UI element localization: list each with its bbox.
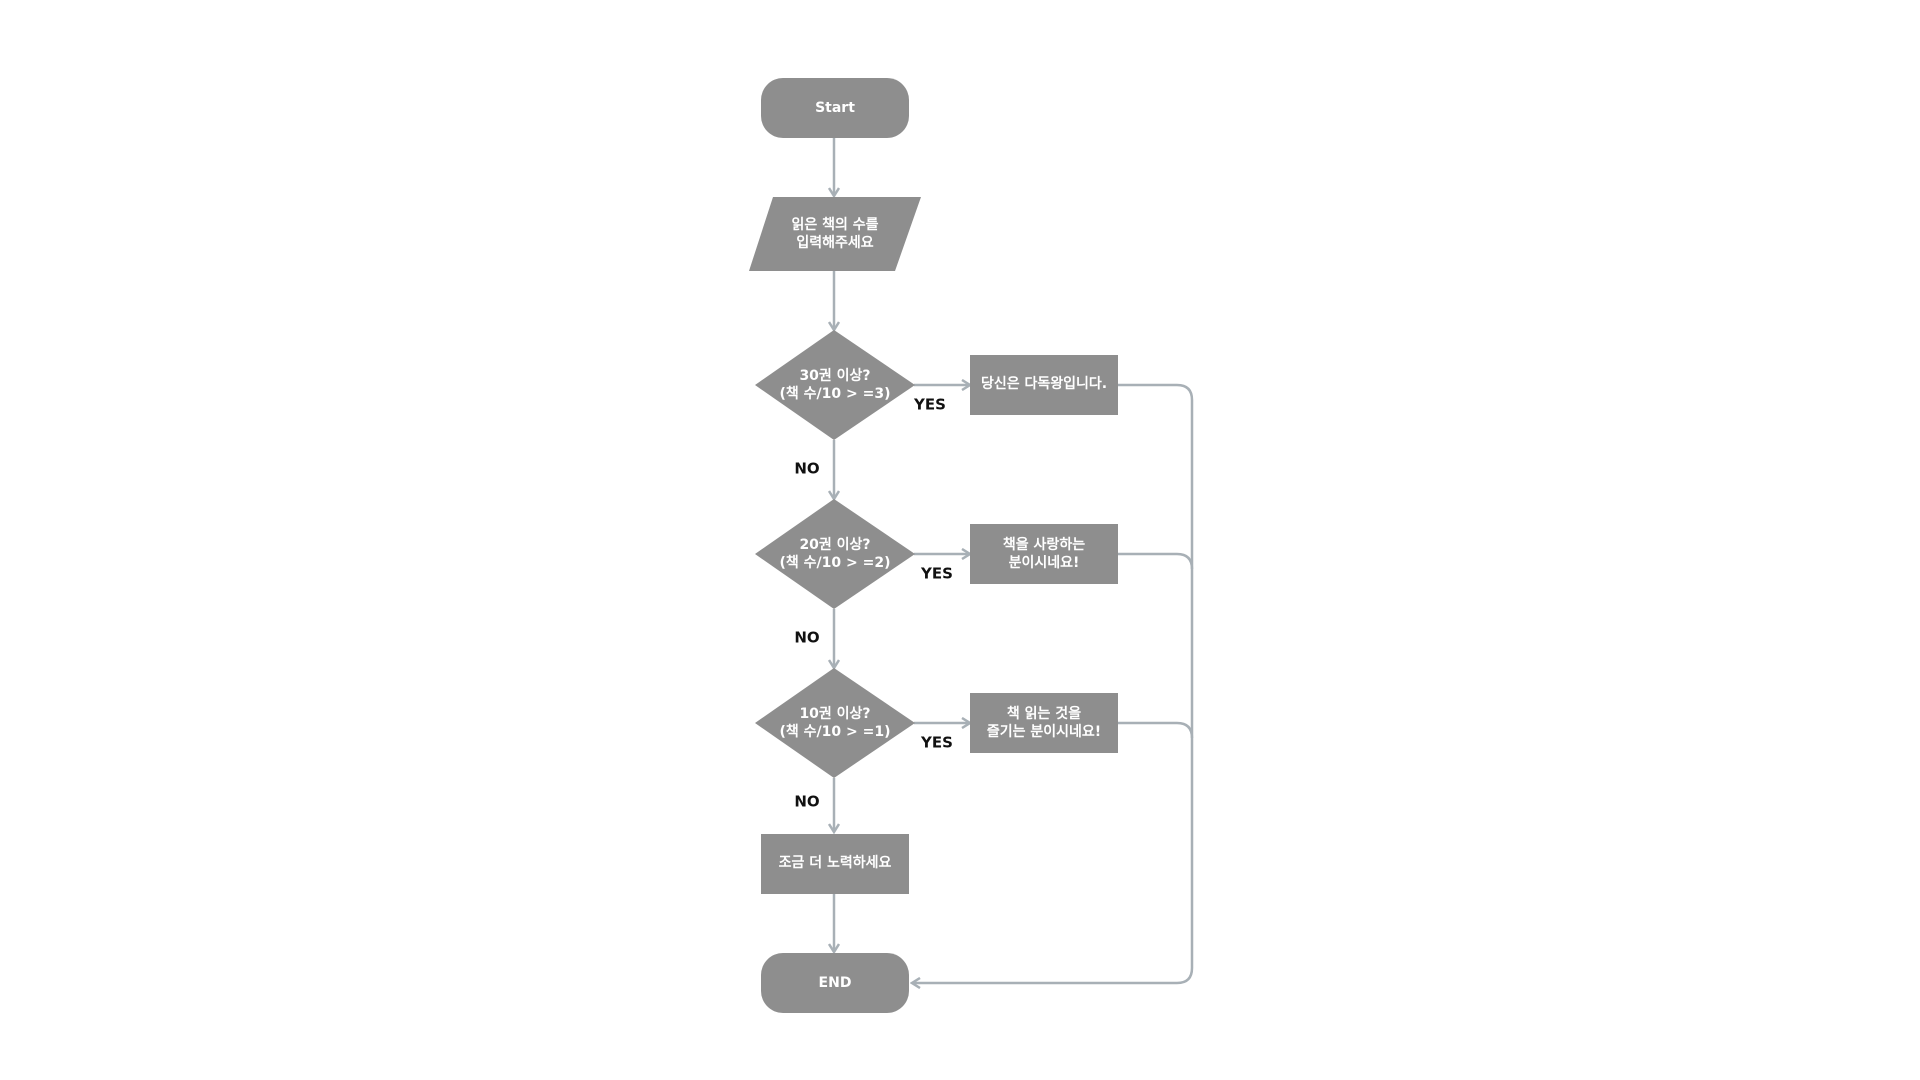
yes-label-30: YES (913, 396, 946, 414)
result-10-label-line1: 책 읽는 것을 (1007, 705, 1081, 722)
result-20-node: 책을 사랑하는 분이시네요! (970, 524, 1118, 584)
no-label-30: NO (794, 460, 819, 478)
decision-10-label-line1: 10권 이상? (799, 705, 870, 722)
start-label: Start (815, 100, 855, 116)
decision-30-diamond-shape (755, 330, 915, 440)
result-10-label-line2: 즐기는 분이시네요! (987, 723, 1101, 740)
connectors (834, 138, 1194, 983)
edge-result-20-merge (1118, 552, 1194, 570)
result-30-box-shape (970, 355, 1118, 415)
result-10-node: 책 읽는 것을 즐기는 분이시네요! (970, 693, 1118, 753)
result-30-node: 당신은 다독왕입니다. (970, 355, 1118, 415)
decision-10-label-line2: (책 수/10 > =1) (780, 724, 891, 740)
no-label-20: NO (794, 629, 819, 647)
edge-result-30-to-end (912, 383, 1194, 983)
yes-label-10: YES (920, 734, 953, 752)
result-20-label-line1: 책을 사랑하는 (1003, 536, 1085, 553)
result-10-box-shape (970, 693, 1118, 753)
decision-30-label-line2: (책 수/10 > =3) (780, 386, 891, 402)
result-low-label: 조금 더 노력하세요 (779, 854, 892, 871)
end-node: END (761, 953, 909, 1013)
input-node: 읽은 책의 수를 입력해주세요 (749, 197, 921, 271)
input-parallelogram-shape (749, 197, 921, 271)
decision-20-diamond-shape (755, 499, 915, 609)
decision-10-node: 10권 이상? (책 수/10 > =1) (755, 668, 915, 778)
result-low-node: 조금 더 노력하세요 (761, 834, 909, 894)
result-20-label-line2: 분이시네요! (1009, 554, 1080, 571)
result-low-box-shape (761, 834, 909, 894)
end-label: END (819, 975, 852, 991)
decision-30-node: 30권 이상? (책 수/10 > =3) (755, 330, 915, 440)
edge-result-10-merge (1118, 721, 1194, 739)
input-label-line1: 읽은 책의 수를 (791, 216, 878, 233)
result-30-label: 당신은 다독왕입니다. (981, 375, 1107, 392)
edge-labels: YES NO YES NO YES NO (794, 396, 953, 811)
decision-10-diamond-shape (755, 668, 915, 778)
start-terminal-shape (761, 78, 909, 138)
yes-label-20: YES (920, 565, 953, 583)
decision-20-label-line1: 20권 이상? (799, 536, 870, 553)
input-label-line2: 입력해주세요 (796, 235, 873, 251)
result-20-box-shape (970, 524, 1118, 584)
decision-20-node: 20권 이상? (책 수/10 > =2) (755, 499, 915, 609)
decision-20-label-line2: (책 수/10 > =2) (780, 555, 891, 571)
no-label-10: NO (794, 793, 819, 811)
decision-30-label-line1: 30권 이상? (799, 367, 870, 384)
start-node: Start (761, 78, 909, 138)
end-terminal-shape (761, 953, 909, 1013)
